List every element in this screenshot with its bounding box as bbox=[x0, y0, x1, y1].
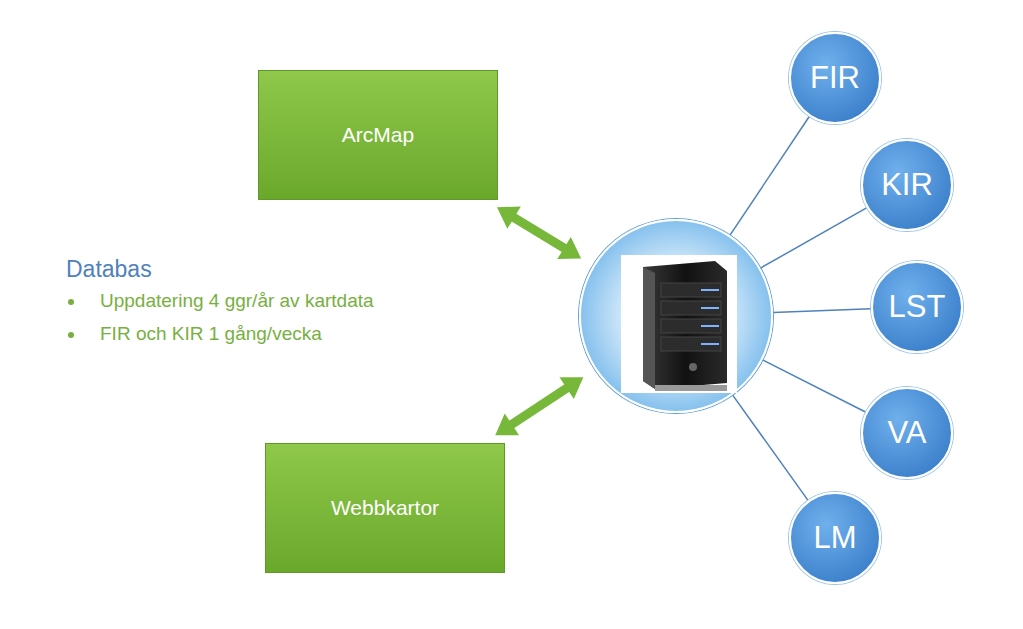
process-box: ArcMap bbox=[258, 70, 498, 200]
sync-arrow bbox=[497, 207, 581, 260]
source-circle: LST bbox=[871, 261, 963, 353]
link-line bbox=[763, 360, 866, 412]
node-label: LST bbox=[889, 289, 946, 325]
node-label: KIR bbox=[881, 167, 933, 203]
bullet-text: FIR och KIR 1 gång/vecka bbox=[100, 323, 322, 345]
server-hub bbox=[579, 219, 773, 413]
sync-arrow bbox=[495, 377, 583, 435]
node-label: LM bbox=[813, 520, 856, 556]
process-box: Webbkartor bbox=[265, 443, 505, 573]
source-circle: VA bbox=[861, 387, 953, 479]
source-circle: FIR bbox=[789, 32, 881, 124]
server-icon bbox=[581, 221, 775, 415]
link-line bbox=[730, 116, 810, 235]
section-heading: Databas bbox=[66, 256, 152, 283]
link-line bbox=[760, 208, 867, 268]
source-circle: KIR bbox=[861, 139, 953, 231]
bullet-dot bbox=[68, 299, 74, 305]
bullet-text: Uppdatering 4 ggr/år av kartdata bbox=[100, 290, 374, 312]
bullet-dot bbox=[68, 332, 74, 338]
link-line bbox=[732, 395, 808, 501]
node-label: VA bbox=[887, 415, 926, 451]
node-label: ArcMap bbox=[342, 123, 414, 147]
node-label: FIR bbox=[810, 60, 860, 96]
source-circle: LM bbox=[789, 492, 881, 584]
node-label: Webbkartor bbox=[331, 496, 439, 520]
link-line bbox=[773, 309, 871, 313]
